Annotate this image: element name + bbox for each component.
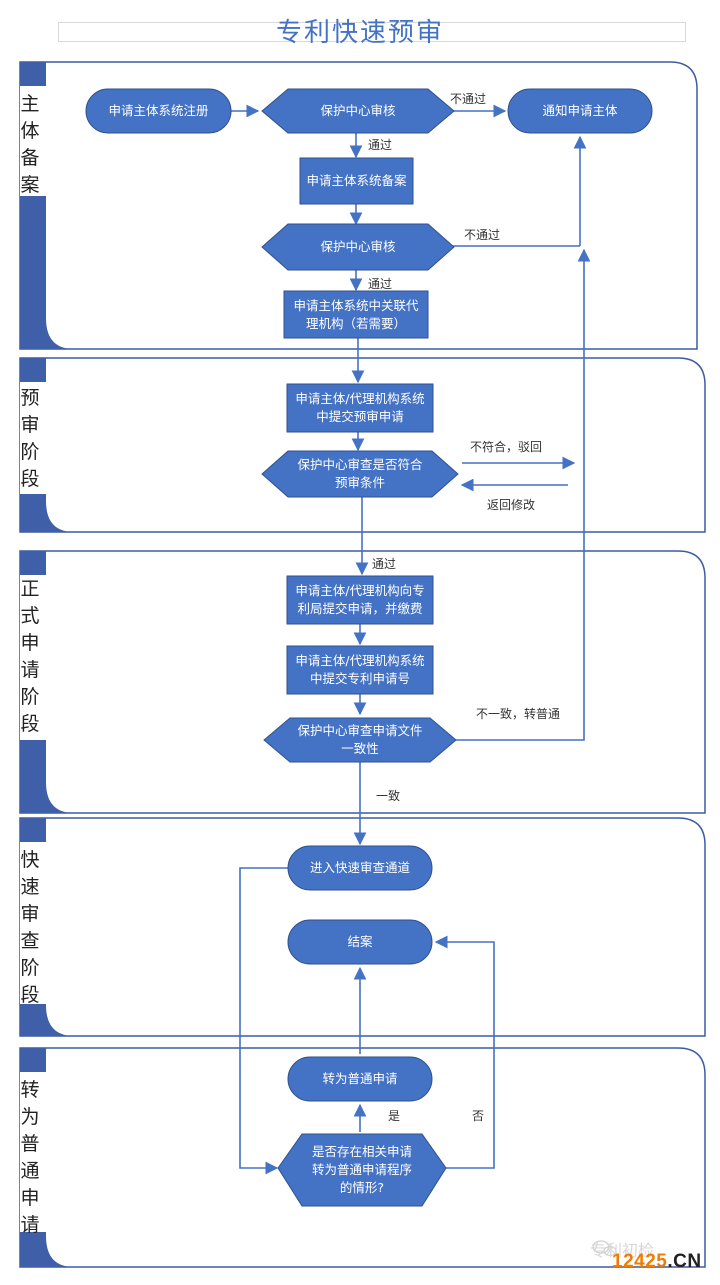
review1-node[interactable] [261, 88, 455, 134]
link-agency-node[interactable] [283, 290, 429, 339]
check-consistency-node[interactable] [263, 717, 457, 763]
edge-label-revise: 返回修改 [487, 498, 536, 512]
edge-label-pass1: 通过 [368, 138, 393, 152]
edge-label-no: 否 [472, 1109, 485, 1123]
edge-label-fail2: 不通过 [464, 228, 501, 242]
submit-pre-node[interactable] [286, 383, 434, 433]
to-normal-node[interactable] [287, 1056, 433, 1102]
watermark-text: 专利初检 [590, 1241, 655, 1260]
diagram-title: 专利快速预审 [275, 18, 444, 48]
submit-formal-node[interactable] [286, 575, 434, 625]
edge-label-consistent: 一致 [376, 789, 401, 803]
close-node[interactable] [287, 919, 433, 965]
lane-2-label: 预审阶段 [20, 387, 40, 490]
lane-3-label: 正式申请阶段 [20, 578, 40, 735]
title-frame [58, 22, 686, 42]
wechat-icon [592, 1240, 617, 1257]
decision-node[interactable] [277, 1133, 447, 1207]
lane-1-label: 主体备案 [20, 93, 40, 196]
connectors [231, 104, 591, 1175]
nodes [85, 88, 653, 1207]
lane-1-frame [19, 61, 698, 350]
notify-node[interactable] [507, 88, 653, 134]
edge-label-fail1: 不通过 [450, 92, 487, 106]
site-logo-number: 12425 [612, 1251, 668, 1272]
filing-node[interactable] [299, 157, 414, 205]
submit-number-node[interactable] [286, 645, 434, 695]
check-pre-node[interactable] [261, 450, 459, 498]
lane-5-label: 转为普通申请 [20, 1079, 40, 1236]
edge-label-pass3: 通过 [372, 557, 397, 571]
fast-channel-node[interactable] [287, 845, 433, 891]
edge-label-inconsistent: 不一致，转普通 [476, 707, 561, 721]
edge-label-yes: 是 [388, 1109, 401, 1123]
review2-node[interactable] [261, 223, 455, 271]
register-node[interactable] [85, 88, 232, 134]
lane-4-label: 快速审查阶段 [20, 849, 40, 1006]
site-logo-domain: .CN [667, 1251, 702, 1272]
edge-label-reject: 不符合，驳回 [470, 440, 543, 454]
site-logo: 12425.CN [612, 1251, 702, 1273]
edge-label-pass2: 通过 [368, 277, 393, 291]
